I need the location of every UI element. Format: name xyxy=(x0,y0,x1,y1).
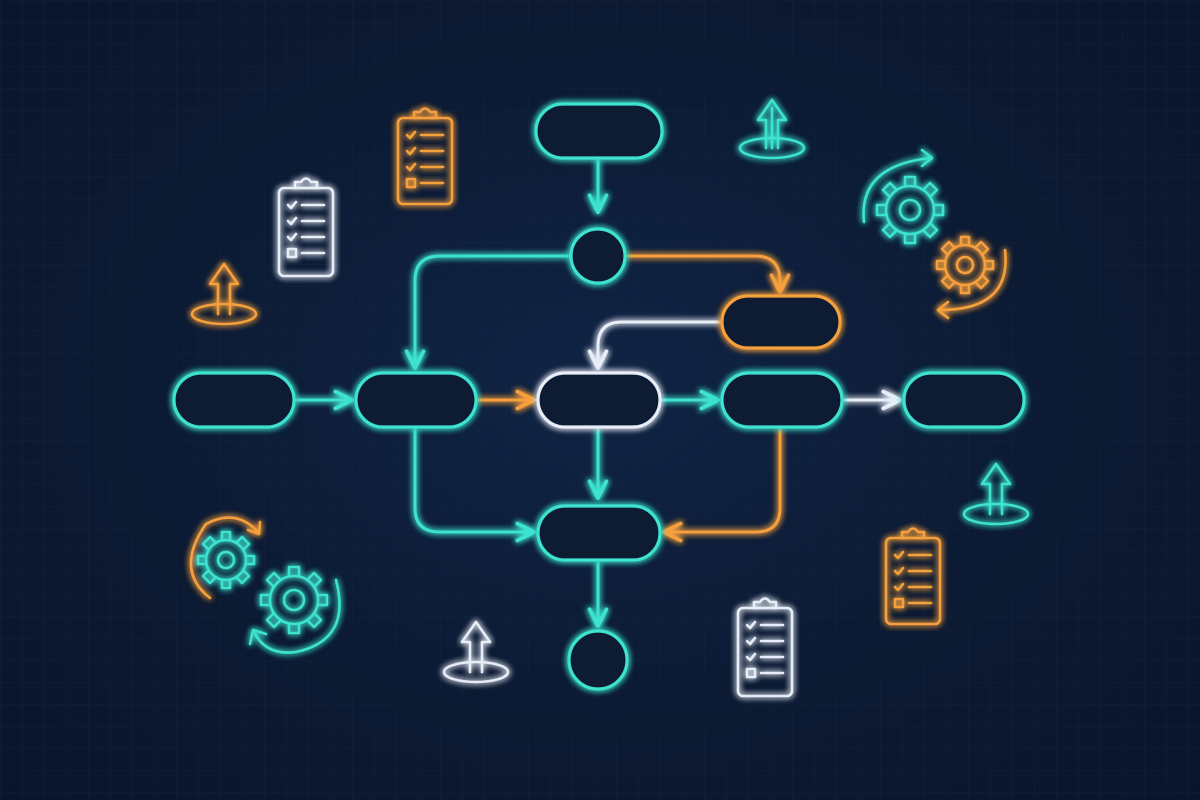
cycle-arrow-icon xyxy=(938,248,1007,312)
node-input-left[interactable] xyxy=(172,371,296,429)
upload-arrow-icon xyxy=(442,620,510,684)
connector-decision-to-step-left xyxy=(404,254,574,370)
node-end[interactable] xyxy=(567,629,629,691)
gear-icon xyxy=(935,235,995,295)
node-decision-top[interactable] xyxy=(569,227,627,285)
node-side-branch[interactable] xyxy=(720,294,842,350)
gear-icon xyxy=(259,565,329,635)
decorations xyxy=(189,98,1030,698)
node-merge[interactable] xyxy=(536,504,662,562)
connector-decision-to-side-branch xyxy=(624,254,791,294)
cycle-arrow-icon xyxy=(189,516,260,600)
connector-step-right-to-merge xyxy=(662,426,782,543)
upload-arrow-icon xyxy=(738,98,806,160)
node-step-right[interactable] xyxy=(720,371,844,429)
gears-cycle-icon xyxy=(862,148,1007,320)
node-output-right[interactable] xyxy=(902,371,1026,429)
connectors xyxy=(292,156,902,628)
clipboard-checklist-icon xyxy=(884,527,942,626)
gear-icon xyxy=(196,530,256,590)
connector-step-left-to-merge xyxy=(413,426,536,543)
clipboard-checklist-icon xyxy=(736,597,794,698)
clipboard-checklist-icon xyxy=(396,107,454,206)
node-step-center[interactable] xyxy=(536,371,662,429)
gears-cycle-icon xyxy=(189,516,341,654)
upload-arrow-icon xyxy=(190,262,258,326)
connector-side-branch-to-step-center xyxy=(587,320,724,370)
upload-arrow-icon xyxy=(962,462,1030,526)
clipboard-checklist-icon xyxy=(277,177,335,278)
node-start[interactable] xyxy=(534,102,664,160)
gear-icon xyxy=(875,175,945,245)
node-step-left[interactable] xyxy=(354,371,478,429)
nodes xyxy=(172,102,1026,691)
cycle-arrow-icon xyxy=(862,156,932,224)
cycle-arrow-icon xyxy=(252,578,341,654)
